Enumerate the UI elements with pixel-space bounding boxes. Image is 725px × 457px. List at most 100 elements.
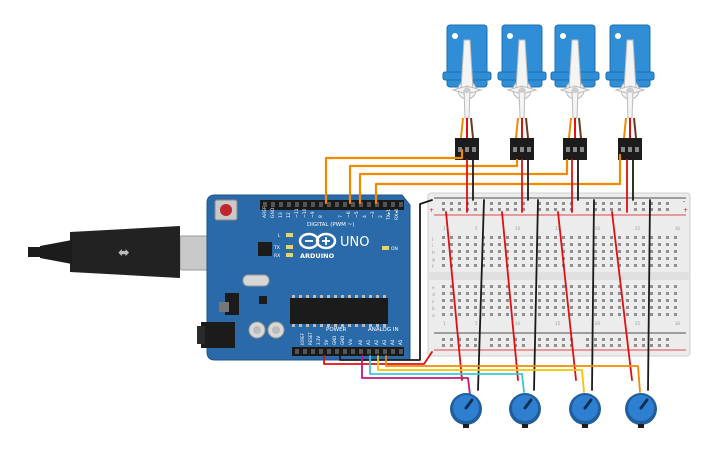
chip-pin bbox=[376, 295, 379, 298]
breadboard-hole bbox=[634, 236, 637, 239]
breadboard-hole bbox=[490, 299, 493, 302]
breadboard-hole bbox=[618, 285, 621, 288]
breadboard-hole bbox=[602, 257, 605, 260]
rail-hole bbox=[450, 202, 453, 205]
servo-2[interactable] bbox=[497, 24, 547, 160]
chip-pin bbox=[383, 324, 386, 327]
pin-label-reset: RESET bbox=[308, 332, 313, 345]
breadboard-hole bbox=[674, 257, 677, 260]
usb-icon: ⬌ bbox=[118, 245, 130, 261]
potentiometer-2[interactable] bbox=[509, 393, 541, 428]
wire-analog-a1 bbox=[369, 355, 525, 393]
breadboard-hole bbox=[538, 306, 541, 309]
rail-hole bbox=[650, 338, 653, 341]
usb-cable-end bbox=[28, 247, 42, 257]
servo-3[interactable] bbox=[550, 24, 600, 160]
breadboard-hole bbox=[450, 236, 453, 239]
breadboard-hole bbox=[562, 243, 565, 246]
power-header-label: POWER bbox=[326, 327, 347, 333]
potentiometer-pointer-icon bbox=[639, 398, 649, 410]
breadboard-hole bbox=[618, 299, 621, 302]
breadboard-hole bbox=[610, 306, 613, 309]
breadboard-hole bbox=[530, 313, 533, 316]
breadboard-hole bbox=[506, 257, 509, 260]
breadboard-center-channel bbox=[428, 272, 690, 280]
column-label: 1 bbox=[443, 321, 446, 326]
chip-pin bbox=[334, 295, 337, 298]
rail-hole bbox=[618, 344, 621, 347]
column-label: 1 bbox=[443, 226, 446, 231]
digital-pin-hole bbox=[343, 202, 347, 207]
potentiometer-1[interactable] bbox=[450, 393, 482, 428]
rail-hole bbox=[602, 344, 605, 347]
breadboard-hole bbox=[522, 285, 525, 288]
rail-hole bbox=[466, 338, 469, 341]
breadboard-hole bbox=[482, 292, 485, 295]
breadboard-hole bbox=[554, 264, 557, 267]
breadboard-hole bbox=[442, 285, 445, 288]
logo-right-loop-icon bbox=[315, 232, 337, 250]
pin-label-gnd-1: GND bbox=[332, 336, 337, 345]
pin-label-a0: A0 bbox=[358, 339, 363, 345]
breadboard-hole bbox=[458, 243, 461, 246]
potentiometer-3[interactable] bbox=[569, 393, 601, 428]
rail-hole bbox=[618, 338, 621, 341]
breadboard-hole bbox=[522, 264, 525, 267]
breadboard-hole bbox=[642, 243, 645, 246]
breadboard-hole bbox=[442, 250, 445, 253]
rail-hole bbox=[474, 338, 477, 341]
breadboard-hole bbox=[658, 313, 661, 316]
breadboard-hole bbox=[570, 257, 573, 260]
breadboard-hole bbox=[474, 257, 477, 260]
rail-plus-right: + bbox=[683, 207, 688, 214]
digital-pin-hole bbox=[311, 202, 315, 207]
analog-pin-hole bbox=[351, 349, 355, 354]
column-label: 25 bbox=[635, 226, 641, 231]
rail-hole bbox=[602, 338, 605, 341]
rail-hole bbox=[666, 338, 669, 341]
reset-button-cap[interactable] bbox=[220, 204, 232, 216]
breadboard-hole bbox=[618, 292, 621, 295]
servo-4[interactable] bbox=[605, 24, 655, 160]
breadboard-hole bbox=[618, 306, 621, 309]
led-tx-label: TX bbox=[273, 245, 280, 251]
breadboard-hole bbox=[450, 243, 453, 246]
breadboard-hole bbox=[666, 250, 669, 253]
row-label-d: d bbox=[432, 292, 435, 298]
rail-hole bbox=[594, 338, 597, 341]
rail-hole bbox=[634, 208, 637, 211]
breadboard-hole bbox=[650, 306, 653, 309]
breadboard-hole bbox=[482, 243, 485, 246]
breadboard-hole bbox=[530, 264, 533, 267]
breadboard-hole bbox=[618, 257, 621, 260]
breadboard-hole bbox=[562, 236, 565, 239]
breadboard-hole bbox=[442, 313, 445, 316]
breadboard-hole bbox=[506, 285, 509, 288]
potentiometer-4[interactable] bbox=[625, 393, 657, 428]
breadboard-hole bbox=[474, 285, 477, 288]
breadboard-hole bbox=[538, 250, 541, 253]
analog-pin-hole bbox=[391, 349, 395, 354]
breadboard-hole bbox=[578, 264, 581, 267]
chip-pin bbox=[362, 324, 365, 327]
rail-hole bbox=[618, 202, 621, 205]
pin-label-5v: 5V bbox=[324, 339, 329, 345]
breadboard-hole bbox=[610, 243, 613, 246]
column-label: 15 bbox=[555, 321, 561, 326]
servo-screw-icon bbox=[615, 33, 621, 39]
chip-pin bbox=[348, 295, 351, 298]
breadboard-hole bbox=[554, 250, 557, 253]
atmega-chip bbox=[290, 298, 388, 324]
breadboard-hole bbox=[610, 285, 613, 288]
breadboard-hole bbox=[450, 250, 453, 253]
breadboard-hole bbox=[666, 236, 669, 239]
breadboard-hole bbox=[442, 264, 445, 267]
wire-pot-ground-4 bbox=[647, 199, 651, 391]
breadboard-hole bbox=[674, 285, 677, 288]
digital-pin-hole bbox=[319, 202, 323, 207]
breadboard-hole bbox=[482, 299, 485, 302]
servo-1[interactable] bbox=[442, 24, 492, 160]
breadboard-hole bbox=[634, 292, 637, 295]
breadboard-hole bbox=[578, 243, 581, 246]
breadboard-hole bbox=[450, 299, 453, 302]
